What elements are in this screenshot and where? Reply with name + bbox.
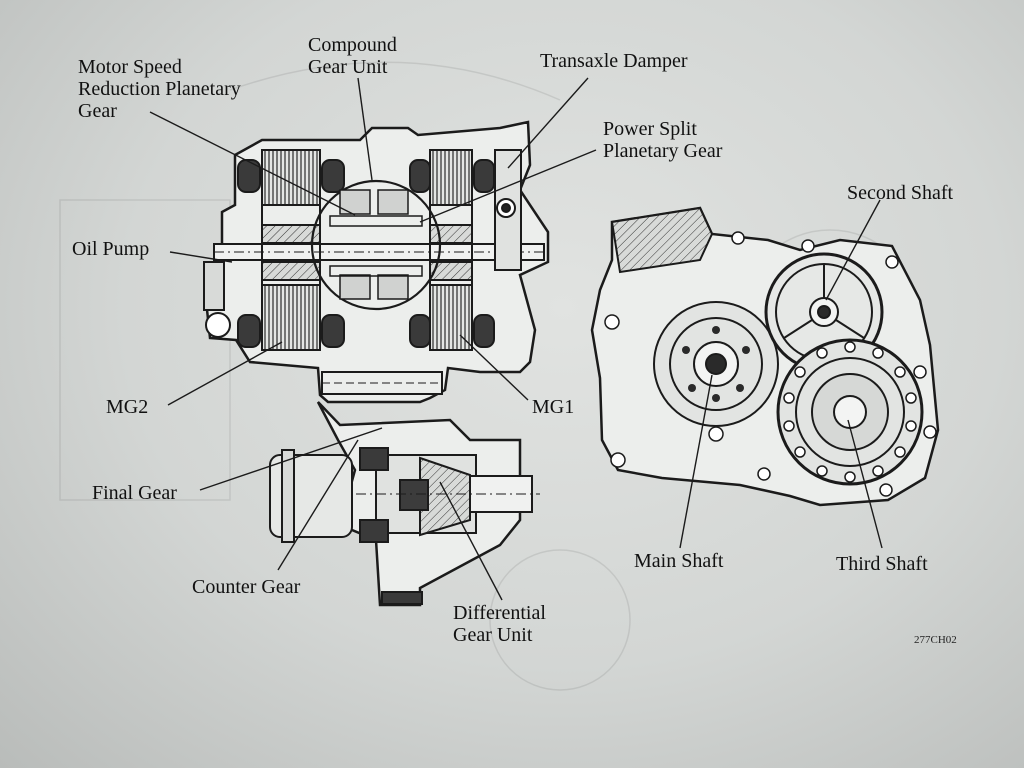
label-third-shaft: Third Shaft <box>836 553 928 575</box>
label-compound-gear-unit: Compound Gear Unit <box>308 34 397 78</box>
label-differential-gear-unit: Differential Gear Unit <box>453 602 546 646</box>
label-oil-pump: Oil Pump <box>72 238 150 260</box>
label-counter-gear: Counter Gear <box>192 576 301 598</box>
figure-code: 277CH02 <box>914 634 957 646</box>
label-final-gear: Final Gear <box>92 482 177 504</box>
side-view <box>590 206 940 507</box>
label-transaxle-damper: Transaxle Damper <box>540 50 688 72</box>
label-main-shaft: Main Shaft <box>634 550 724 572</box>
label-mg1: MG1 <box>532 396 575 418</box>
label-power-split-planetary-gear: Power Split Planetary Gear <box>603 118 723 162</box>
label-second-shaft: Second Shaft <box>847 182 954 204</box>
leader-lines <box>149 77 883 601</box>
label-mg2: MG2 <box>106 396 149 418</box>
cross-section <box>203 120 550 607</box>
label-motor-speed-reduction-planetary-gear: Motor Speed Reduction Planetary Gear <box>78 56 241 122</box>
